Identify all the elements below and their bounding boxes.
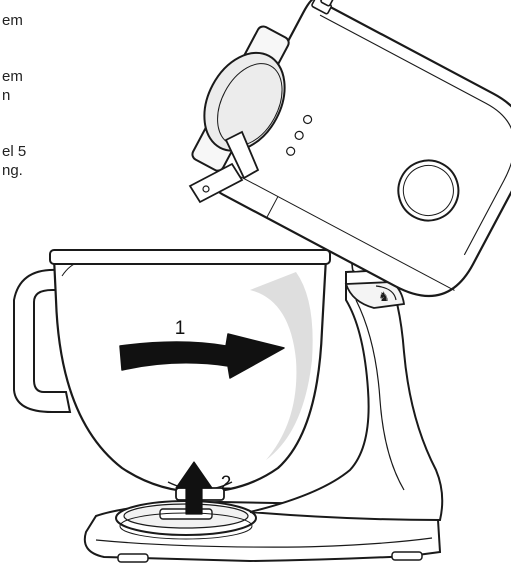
step-label-1: 1 [175,318,186,339]
mixer-logo-icon: ♞ [378,289,390,304]
base-foot-right [392,552,422,560]
mixing-bowl [14,250,330,500]
base-foot-left [118,554,148,562]
step-label-2: 2 [221,473,232,494]
bowl-rim [50,250,330,264]
